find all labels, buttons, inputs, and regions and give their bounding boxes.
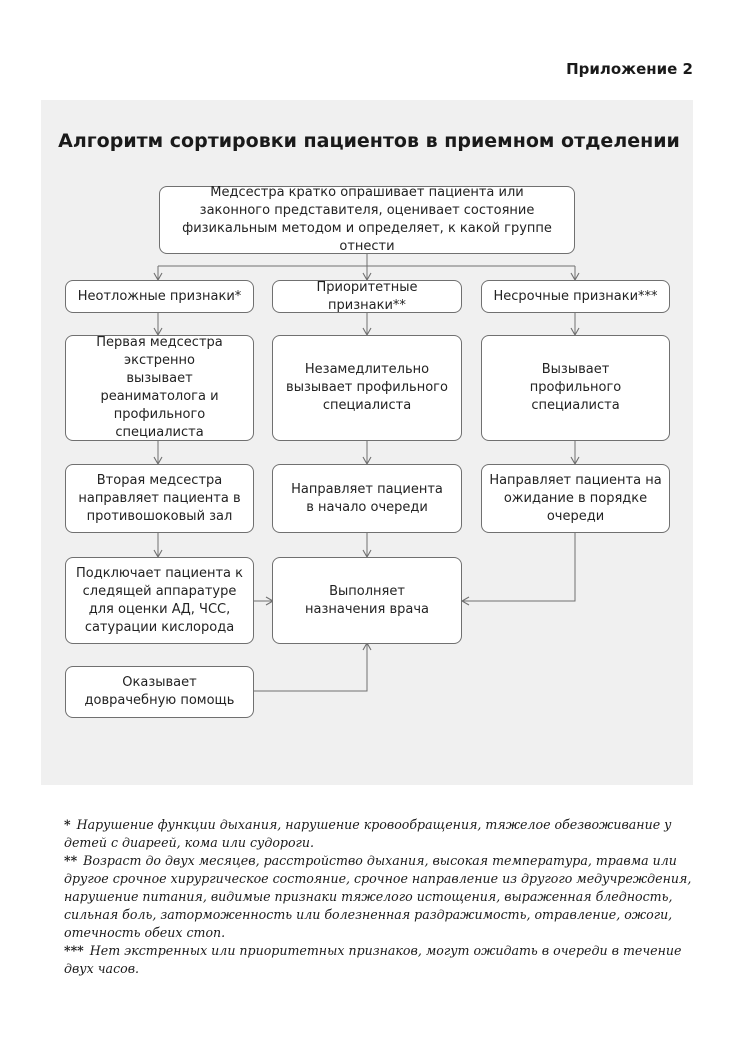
- node-execute-orders: Выполняет назначения врача: [272, 557, 462, 644]
- node-nonurgent-signs: Несрочные признаки***: [481, 280, 670, 313]
- connector-nonurgent-to-execute: [460, 533, 576, 606]
- footnote-2: **Возраст до двух месяцев, расстройство …: [64, 852, 694, 942]
- connector-urgent4-to-execute: [253, 641, 372, 692]
- node-urgent-step2: Вторая медсестра направляет пациента в п…: [65, 464, 254, 533]
- footnote-1: *Нарушение функции дыхания, нарушение кр…: [64, 816, 694, 852]
- footnote-1-mark: *: [64, 817, 71, 832]
- footnotes: *Нарушение функции дыхания, нарушение кр…: [64, 816, 694, 978]
- footnote-2-text: Возраст до двух месяцев, расстройство ды…: [64, 853, 692, 940]
- node-priority-signs: Приоритетные признаки**: [272, 280, 462, 313]
- footnote-3: ***Нет экстренных или приоритетных призн…: [64, 942, 694, 978]
- node-nonurgent-step2: Направляет пациента на ожидание в порядк…: [481, 464, 670, 533]
- node-urgent-step3: Подключает пациента к следящей аппаратур…: [65, 557, 254, 644]
- node-urgent-step4: Оказывает доврачебную помощь: [65, 666, 254, 718]
- footnote-3-text: Нет экстренных или приоритетных признако…: [64, 943, 682, 976]
- node-urgent-signs: Неотложные признаки*: [65, 280, 254, 313]
- appendix-label: Приложение 2: [566, 60, 693, 78]
- node-start: Медсестра кратко опрашивает пациента или…: [159, 185, 575, 254]
- node-priority-step1: Незамедлительно вызывает профильного спе…: [272, 335, 462, 441]
- footnote-3-mark: ***: [64, 943, 84, 958]
- node-priority-step2: Направляет пациента в начало очереди: [272, 464, 462, 533]
- node-nonurgent-step1: Вызывает профильного специалиста: [481, 335, 670, 441]
- node-urgent-step1: Первая медсестра экстренно вызывает реан…: [65, 335, 254, 441]
- footnote-1-text: Нарушение функции дыхания, нарушение кро…: [64, 817, 672, 850]
- diagram-title: Алгоритм сортировки пациентов в приемном…: [58, 130, 680, 152]
- footnote-2-mark: **: [64, 853, 78, 868]
